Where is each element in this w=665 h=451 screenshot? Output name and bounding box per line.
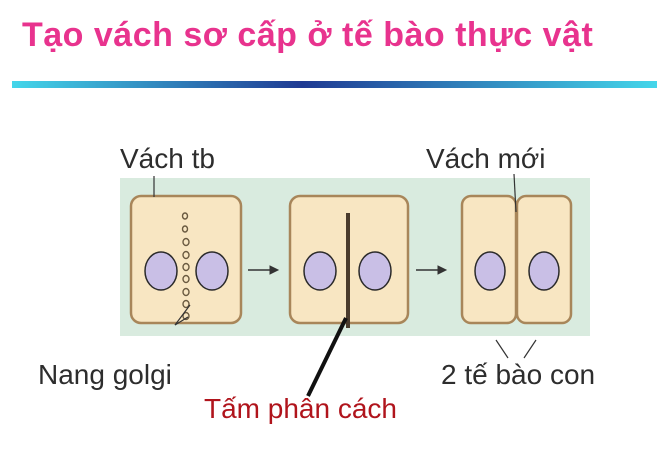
label-golgi: Nang golgi (38, 359, 172, 390)
label-cell-plate: Tấm phân cách (204, 393, 397, 424)
arrow-2 (416, 265, 448, 275)
nucleus-left-2 (303, 251, 337, 291)
daughter-cells (460, 194, 573, 325)
dividing-cell (288, 194, 410, 328)
nucleus-daughter-2 (528, 251, 560, 291)
label-new-wall: Vách mới (426, 143, 546, 174)
nucleus-right (195, 251, 229, 291)
golgi-vesicles (181, 212, 190, 321)
nucleus-left (144, 251, 178, 291)
nucleus-daughter-1 (474, 251, 506, 291)
leader-lines (153, 173, 537, 359)
label-daughter-cells: 2 tế bào con (441, 359, 595, 390)
nucleus-right-2 (358, 251, 392, 291)
page-title: Tạo vách sơ cấp ở tế bào thực vật (22, 16, 594, 54)
arrow-1 (248, 265, 280, 275)
title-divider (12, 81, 657, 88)
mother-cell (129, 194, 243, 325)
label-cell-wall: Vách tb (120, 143, 215, 174)
cell-plate-pointer (306, 317, 348, 397)
